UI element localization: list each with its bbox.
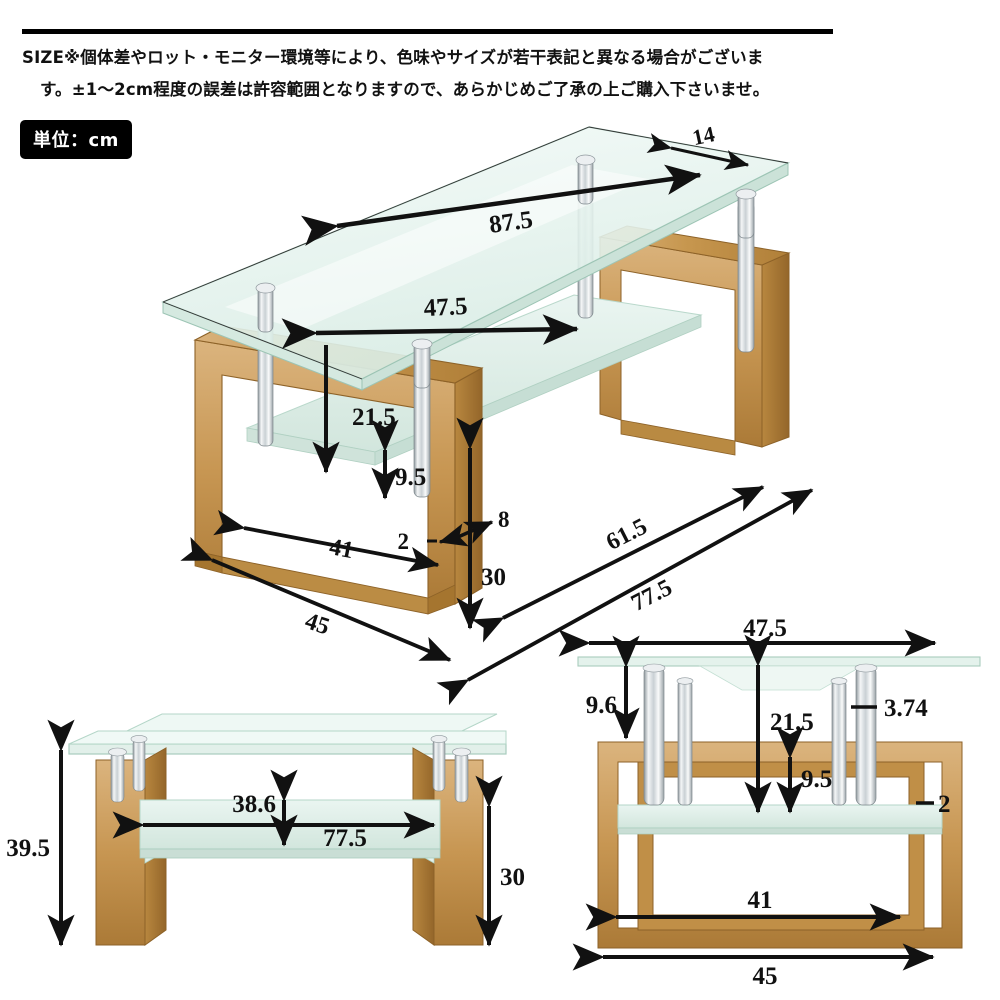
dim-9-5-iso: 9.5 <box>371 419 426 500</box>
dim-label-61-5: 61.5 <box>602 514 651 556</box>
dim-2-side: 2 <box>916 791 951 818</box>
dim-label-77-5-iso: 77.5 <box>627 575 676 617</box>
dim-label-30-iso: 30 <box>481 564 506 591</box>
dim-87-5: 87.5 <box>301 164 702 246</box>
dim-label-47-5-side: 47.5 <box>743 615 787 642</box>
size-notice-line-2: す。±1〜2cm程度の誤差は許容範囲となりますので、あらかじめご了承の上ご購入下… <box>40 80 770 100</box>
dim-label-87-5: 87.5 <box>487 206 534 239</box>
dim-label-41-iso: 41 <box>327 534 356 564</box>
dim-label-3-74: 3.74 <box>884 695 928 722</box>
header-divider <box>22 29 833 34</box>
dim-label-2-iso: 2 <box>398 529 410 554</box>
dim-label-41-side: 41 <box>748 887 773 914</box>
front-chrome-posts <box>108 735 471 803</box>
dim-41-side: 41 <box>585 887 902 931</box>
side-view: 47.5 9.6 3.74 21.5 9.5 <box>558 615 981 990</box>
front-lower-shelf <box>139 799 441 859</box>
dim-label-45-side: 45 <box>753 963 778 990</box>
dim-label-21-5-side: 21.5 <box>770 709 814 736</box>
dim-label-21-5-iso: 21.5 <box>352 404 396 431</box>
dim-label-8-iso: 8 <box>498 507 510 532</box>
dim-9-6: 9.6 <box>586 635 640 740</box>
dim-label-77-5-front: 77.5 <box>323 825 367 852</box>
side-chrome-posts <box>642 663 878 806</box>
dim-label-45-iso: 45 <box>302 608 333 640</box>
side-lower-shelf <box>617 804 943 835</box>
dim-3-74: 3.74 <box>851 695 928 722</box>
dim-45-side: 45 <box>572 943 935 990</box>
side-inner-frame <box>637 761 925 931</box>
unit-badge: 単位：cm <box>20 120 132 159</box>
dim-label-30-front: 30 <box>500 864 525 891</box>
size-notice-line-1: SIZE※個体差やロット・モニター環境等により、色味やサイズが若干表記と異なる場… <box>22 48 764 67</box>
dim-label-9-5-side: 9.5 <box>801 766 832 793</box>
dim-47-5-side: 47.5 <box>558 615 937 657</box>
size-notice: SIZE※個体差やロット・モニター環境等により、色味やサイズが若干表記と異なる場… <box>22 42 962 106</box>
dim-30-front: 30 <box>475 775 525 947</box>
dim-9-5-side: 9.5 <box>776 726 832 814</box>
dim-label-2-side: 2 <box>938 791 951 818</box>
dim-label-39-5: 39.5 <box>6 835 50 862</box>
dim-14: 14 <box>646 121 750 171</box>
dim-label-14: 14 <box>690 121 717 150</box>
front-view: 39.5 38.6 77.5 30 <box>6 713 525 947</box>
isometric-view: 14 87.5 47.5 21.5 9.5 <box>161 121 814 706</box>
dim-label-38-6: 38.6 <box>232 791 276 818</box>
dim-39-5: 39.5 <box>6 719 75 947</box>
dim-label-9-6: 9.6 <box>586 692 617 719</box>
dim-77-5-front: 77.5 <box>112 811 436 852</box>
dim-label-47-5-iso: 47.5 <box>423 293 468 322</box>
side-top-glass <box>577 656 981 691</box>
dim-label-9-5-iso: 9.5 <box>395 464 426 491</box>
dim-47-5-iso: 47.5 <box>281 293 579 349</box>
